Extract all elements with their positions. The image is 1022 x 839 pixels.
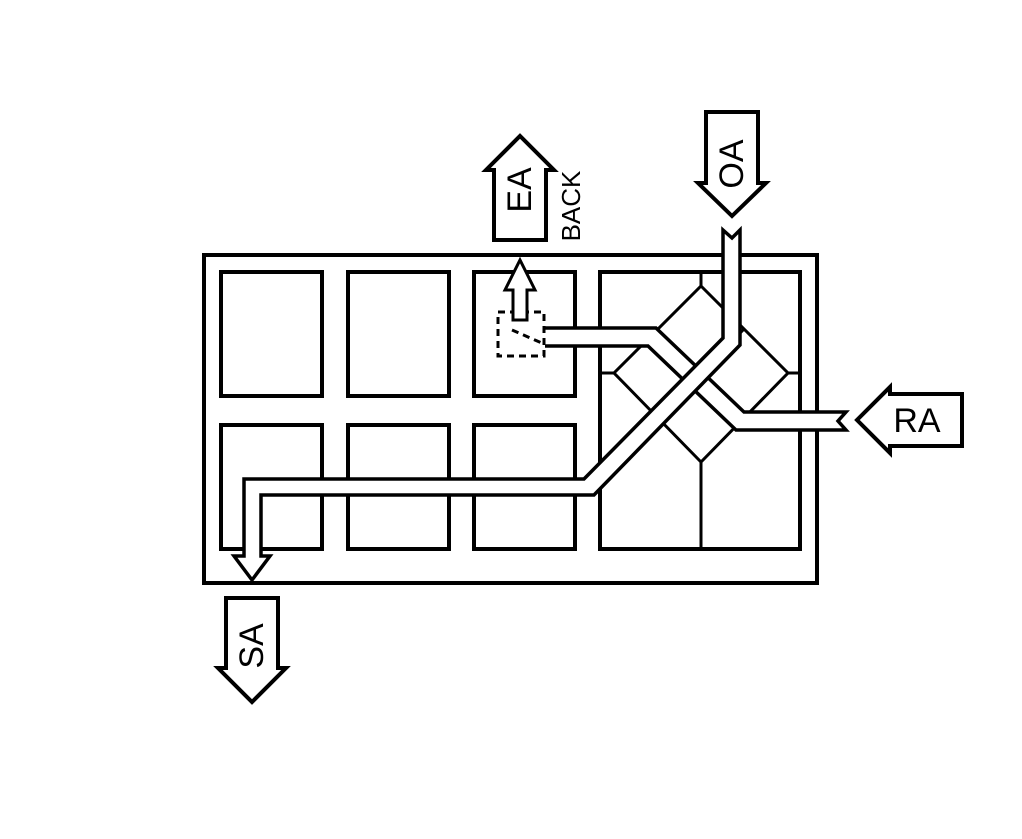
oa-arrow-icon	[693, 110, 771, 219]
exhaust-damper	[496, 310, 546, 358]
ra-label: RA	[893, 402, 941, 440]
exhaust-outlet-arrow	[502, 256, 538, 322]
compartment-top-1	[219, 270, 324, 398]
back-label: BACK	[556, 170, 586, 241]
ra-arrow-icon	[854, 382, 964, 458]
supply-air-path	[230, 225, 742, 583]
oa-label: OA	[713, 139, 751, 188]
sa-label: SA	[233, 623, 271, 669]
sa-arrow-icon	[213, 596, 291, 705]
ea-arrow-icon	[481, 133, 559, 242]
compartment-top-2	[346, 270, 451, 398]
ea-label: EA	[501, 167, 539, 213]
